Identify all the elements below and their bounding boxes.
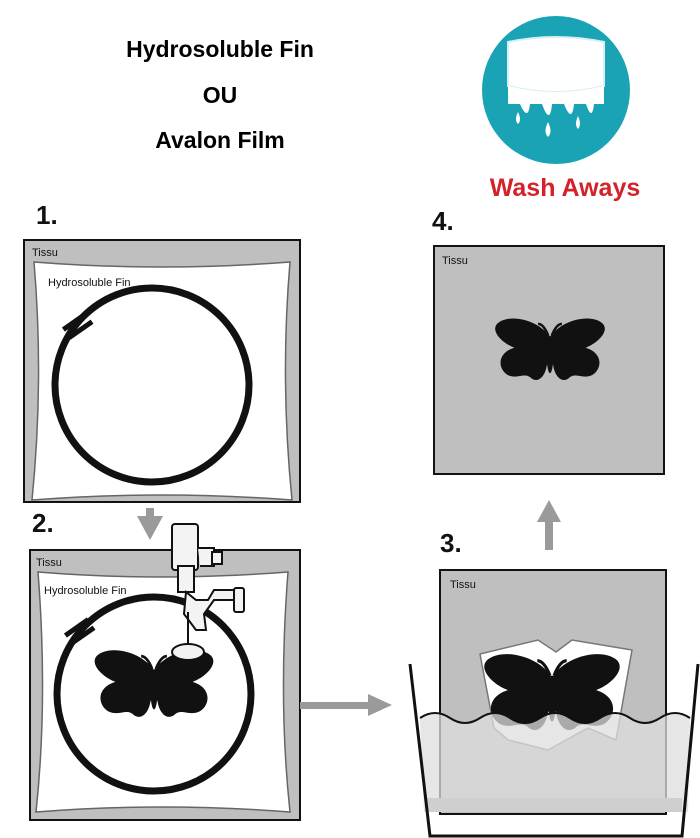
panel-step-2: Tissu Hydrosoluble Fin — [29, 523, 301, 821]
fabric-label-4: Tissu — [442, 255, 468, 267]
fabric-label-2: Tissu — [36, 557, 62, 569]
wash-aways-label: Wash Aways — [489, 174, 641, 202]
film-label-1: Hydrosoluble Fin — [48, 277, 131, 289]
arrow-down-icon — [137, 516, 163, 540]
hoop-1 — [51, 284, 253, 486]
arrow-right-icon — [368, 694, 392, 716]
wash-aways-logo — [482, 16, 630, 164]
title-line-1: Hydrosoluble Fin — [126, 36, 314, 62]
panel-step-1: Tissu Hydrosoluble Fin — [23, 239, 301, 503]
film-label-2: Hydrosoluble Fin — [44, 585, 127, 597]
arrow-right-shaft — [300, 702, 370, 709]
hoop-clamp-2 — [63, 617, 96, 646]
film-sheet-1 — [31, 261, 293, 501]
presser-foot-icon — [171, 523, 245, 661]
wash-basin — [408, 663, 700, 838]
step-2-number: 2. — [32, 508, 54, 538]
title-line-2: OU — [202, 82, 238, 108]
step-4-number: 4. — [432, 206, 454, 236]
badge-bag-drip — [508, 86, 604, 115]
arrow-up-shaft — [545, 520, 553, 550]
panel-step-4: Tissu — [433, 245, 665, 475]
fabric-label-3: Tissu — [450, 579, 476, 591]
title-line-3: Avalon Film — [155, 127, 285, 153]
water-surface — [419, 712, 691, 724]
panel-step-3: Tissu — [408, 569, 700, 838]
step-3-number: 3. — [440, 528, 462, 558]
fabric-label-1: Tissu — [32, 247, 58, 259]
hoop-clamp-1 — [61, 311, 94, 340]
step-1-number: 1. — [36, 200, 58, 230]
badge-bag-top — [507, 36, 605, 93]
arrow-up-icon — [537, 500, 561, 522]
hoop-2 — [53, 593, 255, 795]
water-body — [420, 713, 690, 812]
